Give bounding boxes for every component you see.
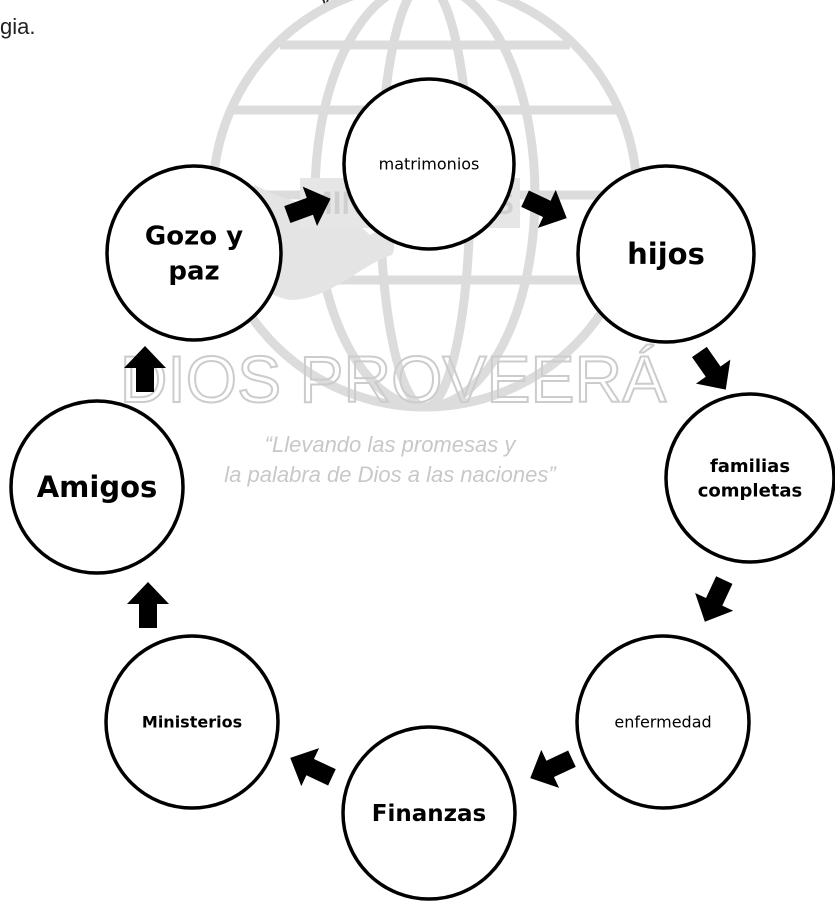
watermark-tagline-1: “Llevando las promesas y [265,432,518,457]
arrow-icon [692,346,731,390]
arrow-icon [284,186,331,227]
cycle-node-ministerios: Ministerios [104,634,280,810]
cycle-node-familias-completas: familias completas [664,392,835,564]
node-label: Ministerios [142,713,242,732]
watermark-tagline-2: la palabra de Dios a las naciones” [224,462,557,487]
node-label: familias [710,456,790,477]
cycle-node-amigos: Amigos [9,399,185,575]
node-circle [576,164,756,344]
arrow-icon [124,346,166,392]
node-label: Amigos [37,470,158,504]
arrow-icon [695,576,734,622]
node-label: matrimonios [379,155,480,174]
arrow-icon [290,748,336,787]
node-circle [105,164,283,342]
node-label: Finanzas [372,801,486,827]
cycle-node-matrimonios: matrimonios [342,77,516,251]
cycle-node-gozo-y-paz: Gozo y paz [105,164,283,342]
node-label: hijos [627,237,705,271]
node-label: enfermedad [614,713,711,732]
watermark-brand: DIOS PROVEERÁ [120,342,666,416]
node-circle [9,399,185,575]
cycle-node-finanzas: Finanzas [341,725,517,901]
node-circle [575,634,751,810]
node-circle [341,725,517,901]
node-circle [342,77,516,251]
header-line-2: gia. [0,14,36,39]
node-circle [664,392,835,564]
cycle-node-hijos: hijos [576,164,756,344]
node-circle [104,634,280,810]
arrow-icon [127,582,169,628]
arrow-icon [530,749,576,788]
cycle-node-enfermedad: enfermedad [575,634,751,810]
arrow-icon [521,189,567,228]
node-label: paz [168,257,219,287]
node-label: Gozo y [145,222,243,252]
node-label: completas [698,480,803,501]
